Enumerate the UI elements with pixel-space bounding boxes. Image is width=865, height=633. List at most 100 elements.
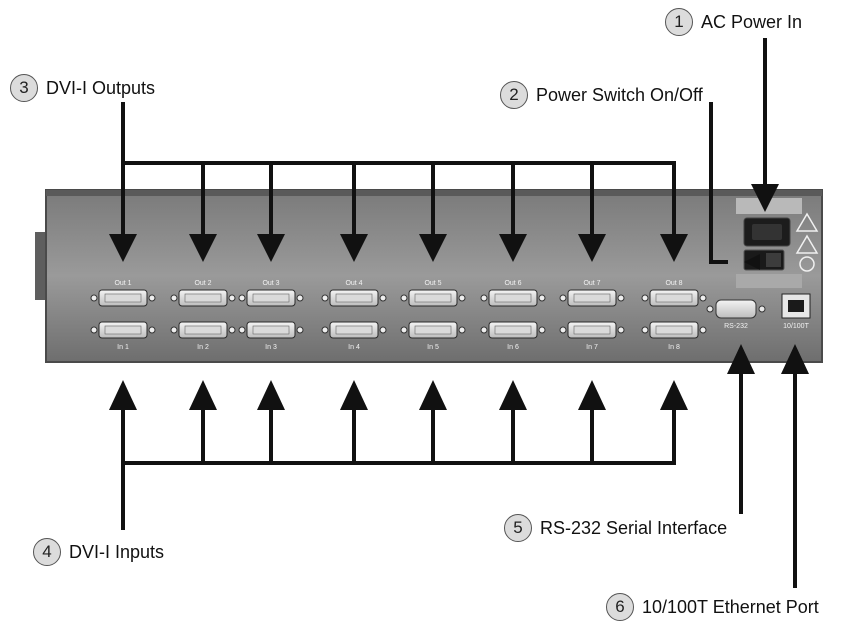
thumbscrew-left xyxy=(642,327,648,333)
thumbscrew-left xyxy=(322,327,328,333)
callout-number-badge: 3 xyxy=(10,74,38,102)
ethernet-jack-opening xyxy=(788,300,804,312)
rs232-screw-right xyxy=(759,306,765,312)
dvi-pin-field xyxy=(253,294,289,302)
thumbscrew-right xyxy=(380,295,386,301)
thumbscrew-left xyxy=(481,327,487,333)
ethernet-port[interactable]: 10/100T xyxy=(782,294,810,330)
callout-dvi-inputs: 4 DVI-I Inputs xyxy=(33,538,164,566)
callout-ac-power-in: 1 AC Power In xyxy=(665,8,802,36)
thumbscrew-right xyxy=(380,327,386,333)
callout-label: DVI-I Outputs xyxy=(46,78,155,99)
thumbscrew-left xyxy=(239,295,245,301)
thumbscrew-left xyxy=(560,327,566,333)
rs232-screw-left xyxy=(707,306,713,312)
thumbscrew-right xyxy=(229,295,235,301)
thumbscrew-right xyxy=(149,327,155,333)
callout-dvi-outputs: 3 DVI-I Outputs xyxy=(10,74,155,102)
dvi-pin-field xyxy=(656,326,692,334)
thumbscrew-left xyxy=(171,327,177,333)
thumbscrew-right xyxy=(539,295,545,301)
callout-label: Power Switch On/Off xyxy=(536,85,703,106)
callout-number-badge: 4 xyxy=(33,538,61,566)
dvi-pin-field xyxy=(495,294,531,302)
callout-number-badge: 5 xyxy=(504,514,532,542)
dvi-pin-field xyxy=(574,326,610,334)
callout-power-switch: 2 Power Switch On/Off xyxy=(500,81,703,109)
ethernet-port-label: 10/100T xyxy=(783,323,809,330)
dvi-pin-field xyxy=(185,326,221,334)
dvi-input-port-label: In 8 xyxy=(668,344,680,351)
input-arrow-head xyxy=(340,380,368,410)
thumbscrew-right xyxy=(700,295,706,301)
dvi-pin-field xyxy=(253,326,289,334)
thumbscrew-right xyxy=(459,327,465,333)
thumbscrew-left xyxy=(239,327,245,333)
rs232-port-label: RS-232 xyxy=(724,323,748,330)
power-switch-rocker xyxy=(766,253,781,267)
dvi-input-port-label: In 2 xyxy=(197,344,209,351)
thumbscrew-right xyxy=(700,327,706,333)
dvi-pin-field xyxy=(656,294,692,302)
input-arrow-head xyxy=(109,380,137,410)
callout-number-badge: 6 xyxy=(606,593,634,621)
dvi-pin-field xyxy=(336,326,372,334)
dvi-input-port-label: In 5 xyxy=(427,344,439,351)
thumbscrew-right xyxy=(297,327,303,333)
thumbscrew-right xyxy=(618,327,624,333)
input-arrow-head xyxy=(419,380,447,410)
thumbscrew-left xyxy=(91,327,97,333)
caution-label-plate xyxy=(736,274,802,288)
callout-label: AC Power In xyxy=(701,12,802,33)
thumbscrew-right xyxy=(459,295,465,301)
dvi-pin-field xyxy=(415,294,451,302)
input-arrow-head xyxy=(499,380,527,410)
dvi-input-port-label: In 3 xyxy=(265,344,277,351)
callout-label: DVI-I Inputs xyxy=(69,542,164,563)
dvi-input-port-label: In 4 xyxy=(348,344,360,351)
ac-inlet-socket xyxy=(752,224,782,240)
input-arrow-head xyxy=(189,380,217,410)
thumbscrew-left xyxy=(560,295,566,301)
thumbscrew-left xyxy=(91,295,97,301)
dvi-output-port-label: Out 4 xyxy=(345,280,362,287)
thumbscrew-left xyxy=(401,327,407,333)
dvi-pin-field xyxy=(495,326,531,334)
thumbscrew-left xyxy=(481,295,487,301)
dvi-input-port-label: In 7 xyxy=(586,344,598,351)
dvi-output-port-label: Out 7 xyxy=(583,280,600,287)
input-arrow-head xyxy=(660,380,688,410)
thumbscrew-left xyxy=(322,295,328,301)
dvi-pin-field xyxy=(415,326,451,334)
dvi-pin-field xyxy=(185,294,221,302)
input-arrow-head xyxy=(257,380,285,410)
rs232-connector xyxy=(716,300,756,318)
thumbscrew-right xyxy=(539,327,545,333)
dvi-output-port-label: Out 3 xyxy=(262,280,279,287)
callout-number-badge: 2 xyxy=(500,81,528,109)
callout-number-badge: 1 xyxy=(665,8,693,36)
thumbscrew-left xyxy=(642,295,648,301)
thumbscrew-left xyxy=(171,295,177,301)
dvi-pin-field xyxy=(105,326,141,334)
dvi-output-port-label: Out 1 xyxy=(114,280,131,287)
dvi-output-port-label: Out 8 xyxy=(665,280,682,287)
dvi-pin-field xyxy=(574,294,610,302)
input-arrow-head xyxy=(578,380,606,410)
callout-ethernet: 6 10/100T Ethernet Port xyxy=(606,593,819,621)
dvi-output-port-label: Out 5 xyxy=(424,280,441,287)
dvi-output-port-label: Out 2 xyxy=(194,280,211,287)
thumbscrew-left xyxy=(401,295,407,301)
dvi-input-port-label: In 6 xyxy=(507,344,519,351)
thumbscrew-right xyxy=(297,295,303,301)
callout-rs232: 5 RS-232 Serial Interface xyxy=(504,514,727,542)
thumbscrew-right xyxy=(618,295,624,301)
callout-label: 10/100T Ethernet Port xyxy=(642,597,819,618)
callout-label: RS-232 Serial Interface xyxy=(540,518,727,539)
thumbscrew-right xyxy=(149,295,155,301)
dvi-pin-field xyxy=(105,294,141,302)
dvi-pin-field xyxy=(336,294,372,302)
dvi-output-port-label: Out 6 xyxy=(504,280,521,287)
dvi-input-port-label: In 1 xyxy=(117,344,129,351)
